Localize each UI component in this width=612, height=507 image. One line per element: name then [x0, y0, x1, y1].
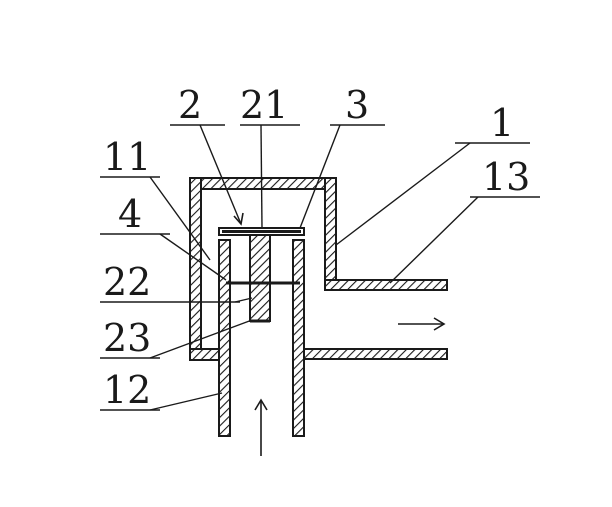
- housing-right-wall: [324, 177, 337, 287]
- valve-stem: [249, 234, 271, 322]
- outlet-flow-arrow: [398, 317, 446, 331]
- label-3: 3: [345, 83, 369, 127]
- label-1: 1: [490, 101, 514, 145]
- outlet-pipe-lower-wall: [300, 348, 448, 360]
- valve-plate-inner: [222, 230, 301, 233]
- label-11: 11: [103, 135, 151, 179]
- label-13: 13: [482, 155, 530, 199]
- inlet-pipe-left-wall: [218, 239, 231, 437]
- inlet-flow-arrow: [254, 398, 268, 456]
- label-23: 23: [103, 316, 151, 360]
- inlet-pipe-right-wall: [292, 239, 305, 437]
- label-2: 2: [178, 83, 202, 127]
- label-12: 12: [103, 368, 151, 412]
- outlet-pipe-upper-wall: [324, 279, 448, 291]
- housing-bottom-ledge: [189, 348, 221, 361]
- label-4: 4: [118, 192, 142, 236]
- housing-left-wall: [189, 177, 202, 361]
- label-21: 21: [240, 83, 288, 127]
- label-22: 22: [103, 260, 151, 304]
- housing-top-wall: [189, 177, 337, 190]
- leader-lines: [100, 124, 540, 411]
